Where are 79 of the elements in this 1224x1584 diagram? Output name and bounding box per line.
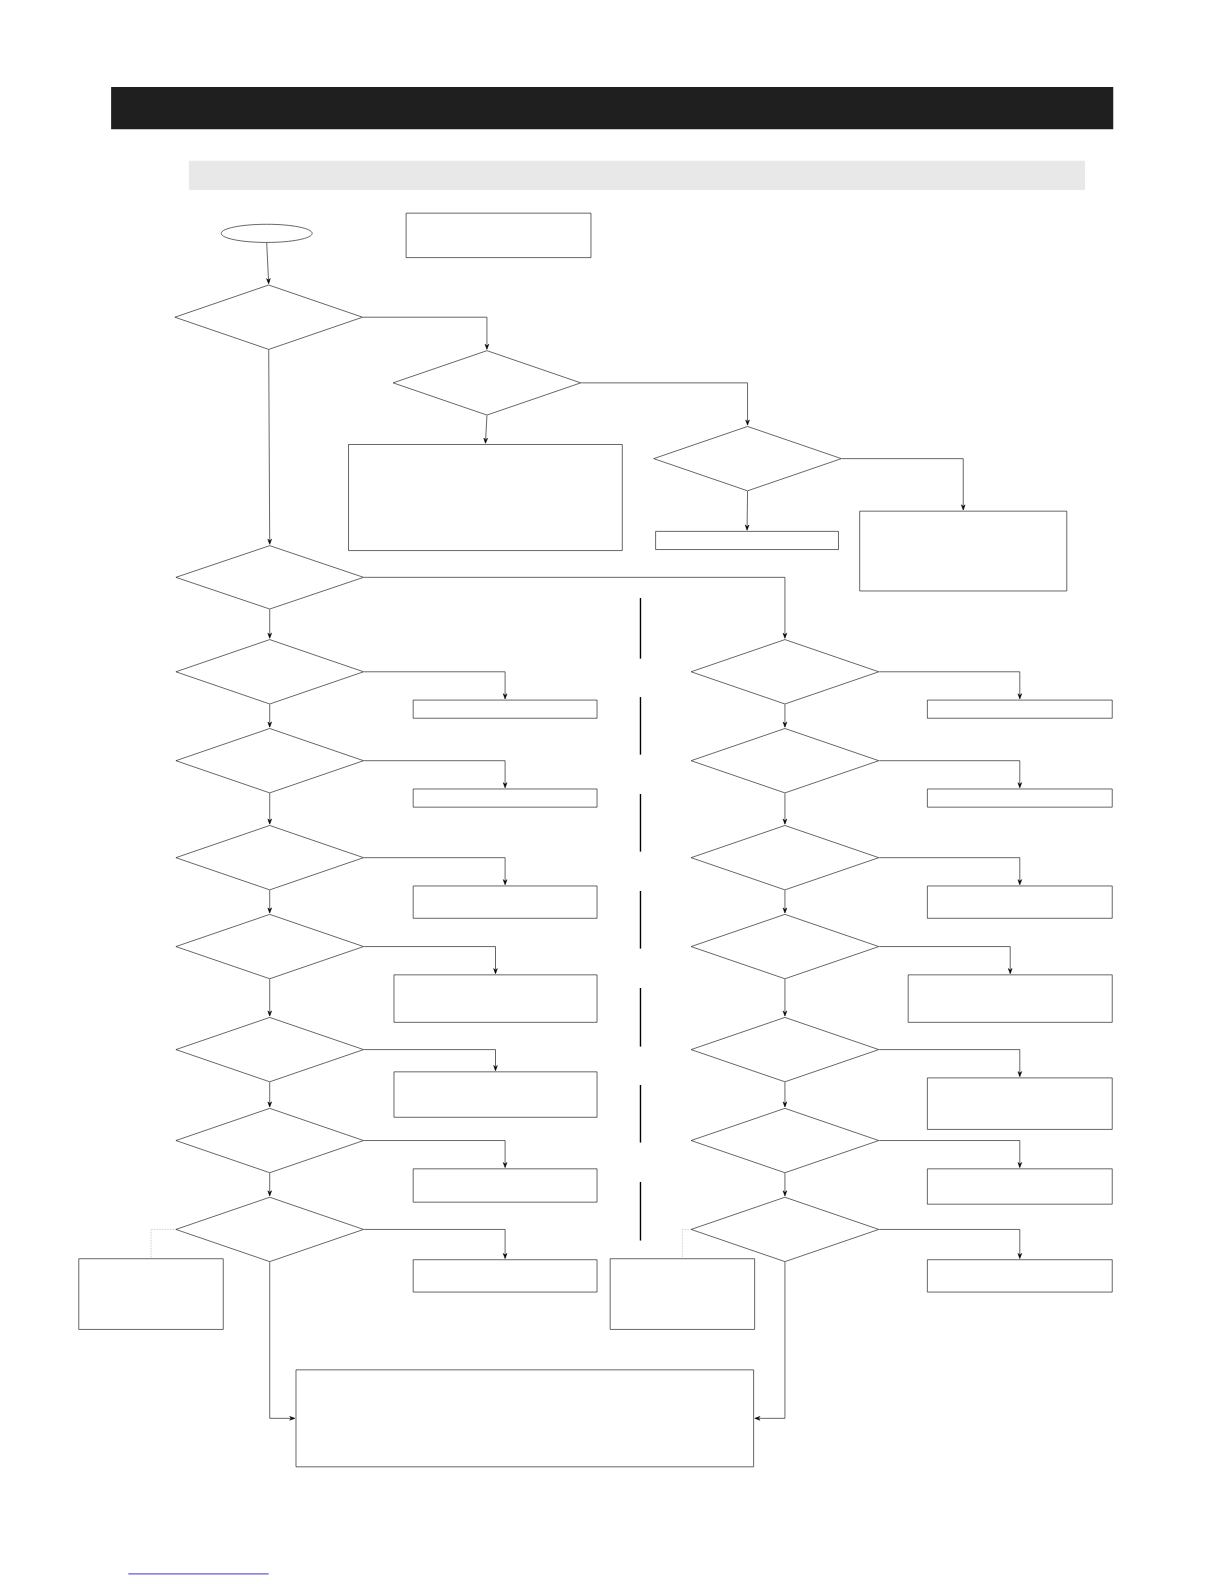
process-box bbox=[926, 788, 1113, 808]
process-box bbox=[405, 212, 592, 258]
process-box bbox=[926, 1077, 1113, 1130]
arrow bbox=[363, 857, 508, 886]
arrow bbox=[782, 793, 787, 825]
arrow bbox=[266, 242, 271, 284]
decision-diamond bbox=[690, 914, 879, 980]
decision-diamond bbox=[690, 1196, 879, 1262]
arrow bbox=[878, 946, 1013, 974]
arrow bbox=[267, 349, 272, 545]
arrow bbox=[841, 458, 966, 511]
arrow bbox=[782, 1172, 787, 1197]
process-box bbox=[655, 531, 839, 550]
leader-line bbox=[681, 1229, 691, 1259]
decision-diamond bbox=[175, 1017, 364, 1083]
arrow bbox=[878, 1140, 1022, 1168]
arrow bbox=[267, 609, 272, 639]
arrow bbox=[782, 978, 787, 1017]
arrow bbox=[782, 1081, 787, 1108]
decision-diamond bbox=[392, 350, 581, 416]
arrow bbox=[363, 577, 787, 639]
arrow bbox=[878, 857, 1022, 886]
process-box bbox=[609, 1258, 755, 1330]
process-box bbox=[412, 1259, 598, 1293]
arrow bbox=[878, 760, 1022, 789]
decision-diamond bbox=[174, 284, 363, 350]
decision-diamond bbox=[175, 1108, 364, 1174]
process-box bbox=[295, 1369, 754, 1468]
process-box bbox=[859, 510, 1067, 592]
terminal-oval bbox=[220, 223, 313, 243]
process-box bbox=[78, 1258, 224, 1330]
process-box bbox=[412, 699, 598, 719]
arrow bbox=[878, 671, 1022, 700]
decision-diamond bbox=[653, 426, 842, 492]
process-box bbox=[926, 885, 1113, 919]
arrow bbox=[363, 946, 498, 974]
process-box bbox=[907, 974, 1113, 1023]
arrow bbox=[744, 490, 750, 531]
process-box bbox=[926, 1259, 1113, 1293]
decision-diamond bbox=[175, 639, 364, 705]
leader-line bbox=[150, 1229, 176, 1259]
arrow bbox=[782, 890, 787, 914]
arrow bbox=[483, 415, 488, 444]
decision-diamond bbox=[175, 1196, 364, 1262]
arrow bbox=[580, 382, 750, 426]
arrow bbox=[267, 1172, 272, 1197]
arrow bbox=[362, 316, 489, 350]
arrow bbox=[363, 671, 508, 700]
process-box bbox=[926, 1168, 1113, 1205]
process-box bbox=[412, 1168, 598, 1203]
arrow bbox=[363, 1049, 498, 1071]
process-box bbox=[348, 444, 623, 551]
arrow bbox=[878, 1049, 1022, 1077]
arrow bbox=[363, 1229, 508, 1259]
decision-diamond bbox=[690, 825, 879, 891]
arrow bbox=[878, 1229, 1022, 1259]
arrow bbox=[267, 978, 272, 1017]
arrow bbox=[267, 890, 272, 914]
arrow bbox=[269, 1261, 295, 1421]
arrow bbox=[782, 704, 787, 728]
decision-diamond bbox=[690, 639, 879, 705]
process-box bbox=[393, 1071, 598, 1118]
process-box bbox=[412, 788, 598, 808]
arrow bbox=[267, 793, 272, 825]
arrow bbox=[267, 704, 272, 728]
arrow bbox=[754, 1261, 786, 1421]
arrow bbox=[267, 1081, 272, 1108]
process-box bbox=[393, 974, 598, 1023]
decision-diamond bbox=[690, 1108, 879, 1174]
process-box bbox=[412, 885, 598, 919]
decision-diamond bbox=[175, 914, 364, 980]
arrow bbox=[363, 1140, 508, 1168]
decision-diamond bbox=[690, 728, 879, 794]
process-box bbox=[926, 699, 1113, 719]
decision-diamond bbox=[690, 1017, 879, 1083]
decision-diamond bbox=[175, 825, 364, 891]
arrow bbox=[363, 760, 508, 789]
decision-diamond bbox=[175, 545, 364, 610]
decision-diamond bbox=[175, 728, 364, 794]
